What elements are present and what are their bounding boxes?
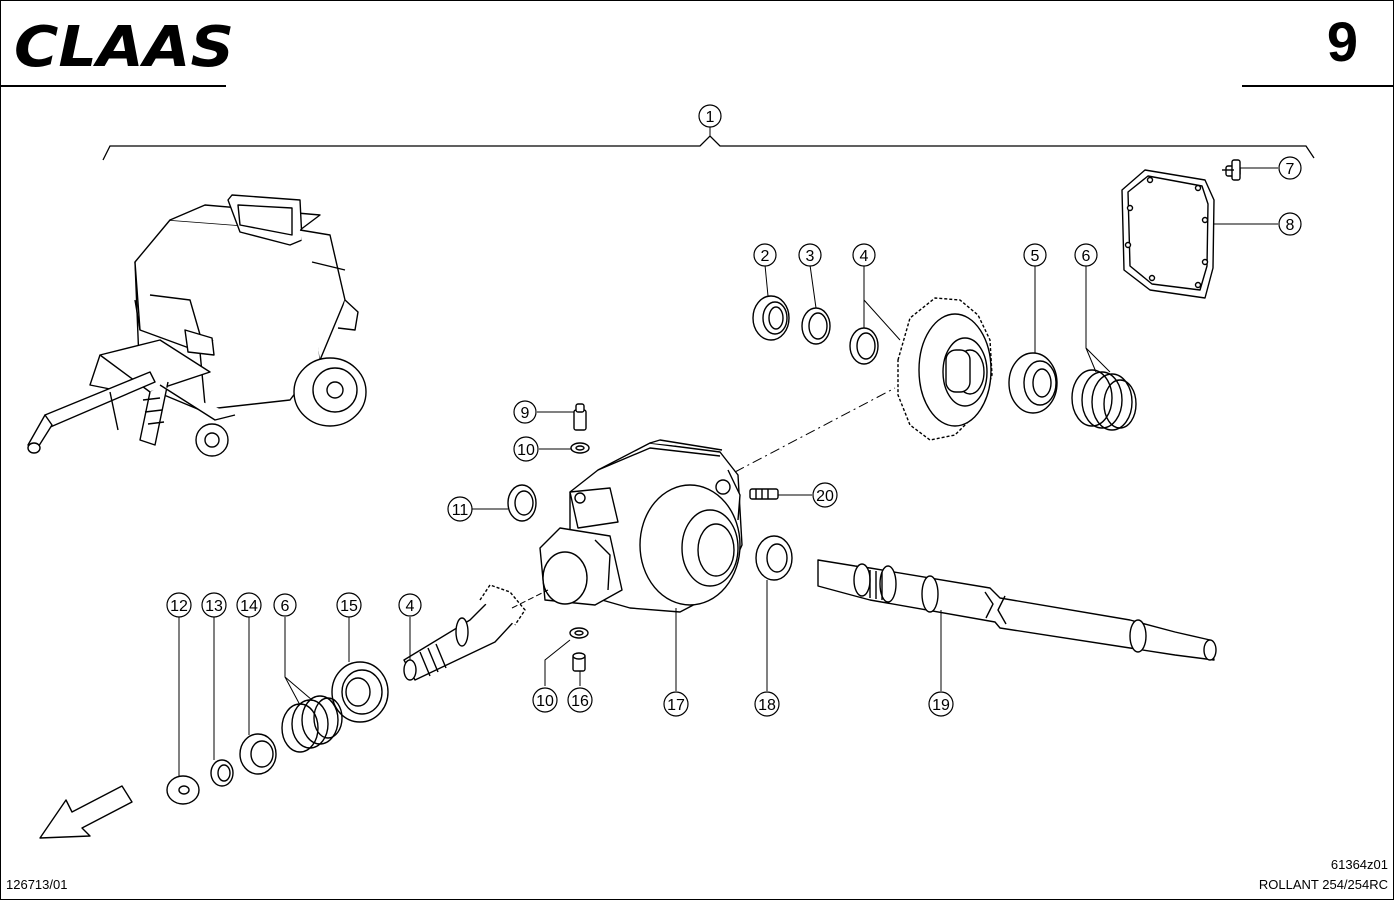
direction-arrow-icon: [39, 785, 133, 839]
svg-text:4: 4: [860, 248, 869, 265]
part-10-washer-upper: [570, 442, 590, 454]
callout-9: 9: [513, 400, 537, 424]
svg-text:14: 14: [240, 598, 258, 615]
callout-1: 1: [698, 104, 722, 128]
svg-text:12: 12: [170, 598, 188, 615]
callout-13: 13: [201, 592, 227, 618]
svg-text:11: 11: [452, 502, 469, 519]
callout-20: 20: [812, 482, 838, 508]
figure-number: 61364z01: [1330, 857, 1388, 872]
part-20-stud: [749, 488, 779, 500]
leader-lines: [178, 126, 1278, 776]
part-7-bolt: [1222, 159, 1241, 181]
svg-text:6: 6: [281, 598, 290, 615]
callout-7: 7: [1278, 156, 1302, 180]
callout-4-lower: 4: [398, 593, 422, 617]
svg-text:15: 15: [340, 598, 358, 615]
part-6-shims-lower: [281, 695, 343, 753]
callout-10-upper: 10: [513, 436, 539, 462]
svg-text:7: 7: [1286, 161, 1295, 178]
callout-19: 19: [928, 691, 954, 717]
callout-18: 18: [754, 691, 780, 717]
part-9-grease-nipple: [573, 403, 587, 431]
part-14-seal: [239, 733, 277, 775]
svg-text:19: 19: [932, 697, 950, 714]
part-8-cover-plate: [1121, 169, 1215, 299]
callout-6-lower: 6: [273, 593, 297, 617]
svg-text:16: 16: [571, 693, 589, 710]
callout-14: 14: [236, 592, 262, 618]
part-4-pinion-shaft: [403, 584, 526, 681]
baler-illustration: [27, 194, 367, 457]
callout-17: 17: [663, 691, 689, 717]
part-17-gear-housing: [539, 439, 743, 613]
brand-text: CLAAS: [14, 18, 234, 72]
svg-text:10: 10: [517, 442, 535, 459]
svg-text:18: 18: [758, 697, 776, 714]
part-10-washer-lower: [569, 627, 589, 639]
part-2-seal: [752, 295, 790, 341]
part-13-ring: [210, 759, 234, 787]
page-number: 9: [1326, 10, 1358, 73]
part-4-bushing-upper: [849, 327, 879, 365]
callout-3: 3: [798, 243, 822, 267]
model-name: ROLLANT 254/254RC: [1258, 877, 1388, 892]
part-19-shaft: [817, 559, 1217, 661]
callout-16: 16: [567, 687, 593, 713]
svg-text:8: 8: [1286, 217, 1295, 234]
part-5-bearing: [1008, 352, 1058, 414]
svg-text:6: 6: [1082, 248, 1091, 265]
callout-4-upper: 4: [852, 243, 876, 267]
callout-15: 15: [336, 592, 362, 618]
part-12-washer: [166, 775, 200, 805]
callout-6-upper: 6: [1074, 243, 1098, 267]
svg-text:10: 10: [536, 693, 554, 710]
part-15-bearing: [331, 661, 389, 723]
callouts: 1 2 3 4 5 6 7 8 9 10 11 20 12 13 14 6 15…: [166, 104, 1302, 717]
assembly-bracket: [102, 135, 1315, 161]
svg-text:3: 3: [806, 248, 815, 265]
svg-text:4: 4: [406, 598, 415, 615]
part-16-plug: [572, 652, 586, 672]
callout-5: 5: [1023, 243, 1047, 267]
svg-text:9: 9: [521, 405, 530, 422]
part-18-seal: [755, 535, 793, 581]
callout-8: 8: [1278, 212, 1302, 236]
callout-10-lower: 10: [532, 687, 558, 713]
part-3-ring: [801, 307, 831, 345]
svg-text:1: 1: [706, 109, 715, 126]
claas-logo: CLAAS: [14, 18, 234, 72]
svg-text:13: 13: [205, 598, 223, 615]
callout-11: 11: [447, 496, 473, 522]
document-number: 126713/01: [6, 877, 68, 892]
part-6-shims-upper: [1071, 369, 1137, 431]
svg-text:17: 17: [667, 697, 685, 714]
callout-12: 12: [166, 592, 192, 618]
assembly-axis-line: [734, 387, 896, 473]
callout-2: 2: [753, 243, 777, 267]
part-4-bevel-gear: [897, 297, 993, 441]
svg-text:2: 2: [761, 248, 770, 265]
part-11-ring: [507, 484, 537, 522]
assembly-axis-line-lower: [511, 589, 549, 609]
svg-text:5: 5: [1031, 248, 1040, 265]
svg-text:20: 20: [816, 488, 834, 505]
